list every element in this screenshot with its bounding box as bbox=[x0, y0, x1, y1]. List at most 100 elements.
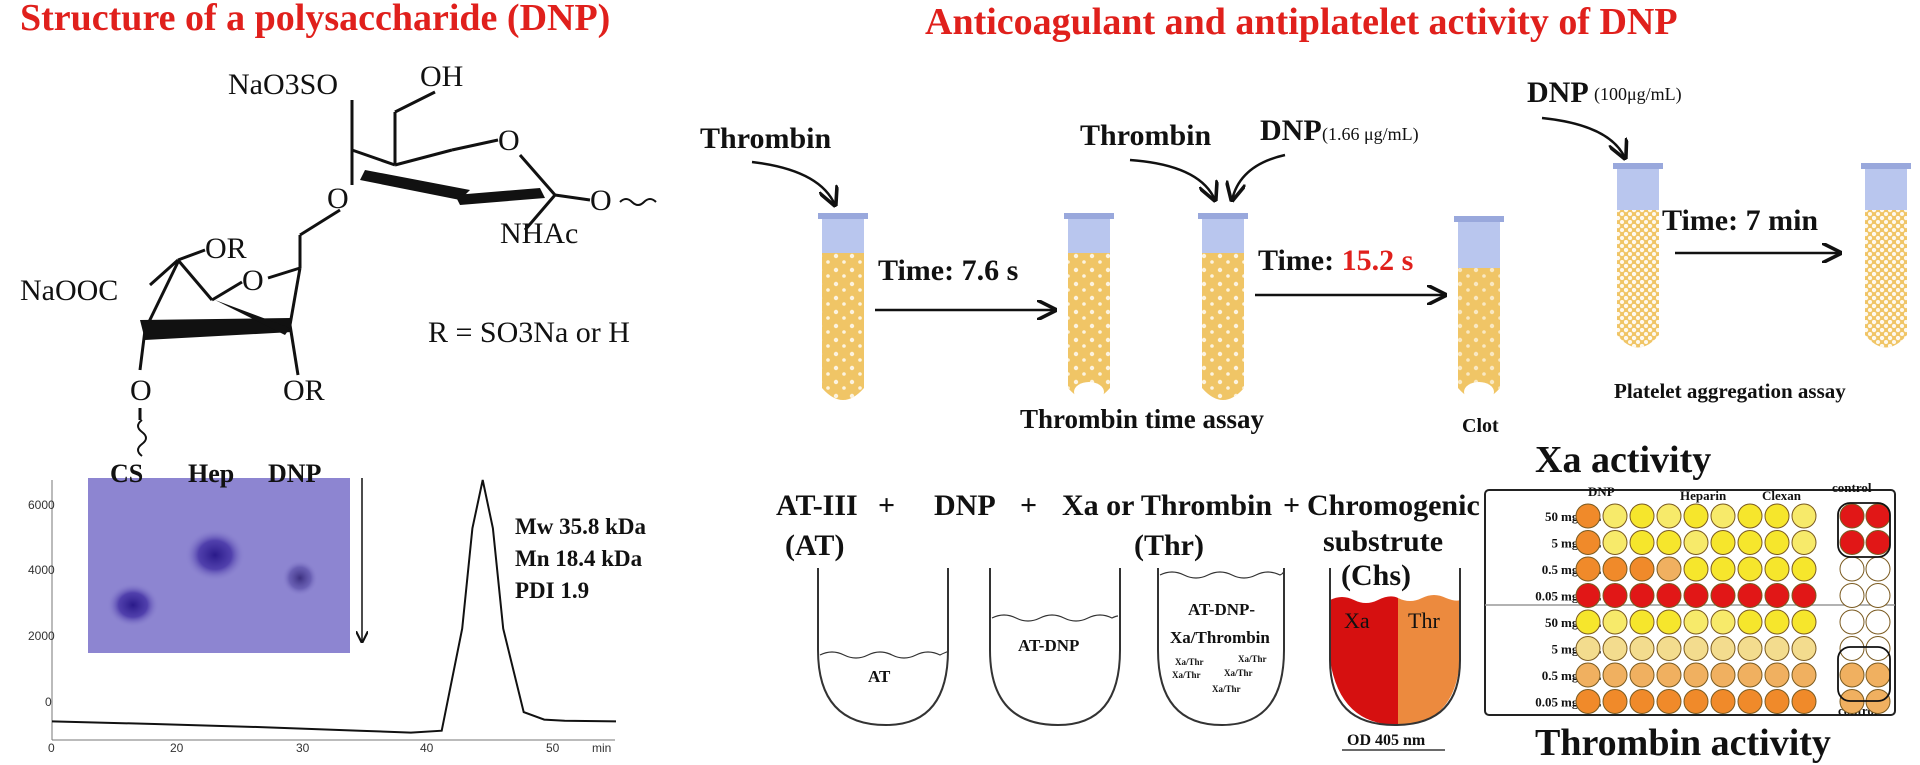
plate-well bbox=[1602, 662, 1628, 688]
mn-label: Mn 18.4 kDa bbox=[515, 546, 643, 571]
test-tube bbox=[1613, 163, 1663, 348]
dnp-concentration: (1.66 μg/mL) bbox=[1322, 124, 1419, 145]
plate-well bbox=[1839, 530, 1865, 555]
col-header-clexan: Clexan bbox=[1762, 488, 1802, 503]
plate-well bbox=[1656, 530, 1682, 555]
plate-well bbox=[1602, 583, 1628, 608]
plate-well bbox=[1683, 530, 1709, 555]
ring-o-label: O bbox=[498, 124, 520, 157]
chromogenic-label: Chromogenic bbox=[1307, 489, 1480, 522]
platelet-dnp-concentration: (100μg/mL) bbox=[1594, 84, 1682, 105]
time-label-2: Time: 15.2 s bbox=[1258, 244, 1413, 277]
mw-label: Mw 35.8 kDa bbox=[515, 514, 646, 539]
plate-well bbox=[1865, 662, 1891, 688]
plate-well bbox=[1764, 583, 1790, 608]
gpc-chart: 6000 4000 2000 0 0 20 30 40 50 min CS He… bbox=[28, 459, 646, 755]
plate-well bbox=[1629, 503, 1655, 529]
control-box-top bbox=[1837, 502, 1891, 558]
plate-well bbox=[1683, 662, 1709, 688]
thrombin-label-1: Thrombin bbox=[700, 122, 831, 155]
liquid-surface bbox=[991, 614, 1119, 622]
well-label-at-dnp: AT-DNP bbox=[1018, 636, 1079, 655]
plate-well bbox=[1683, 556, 1709, 582]
gel-lane-dnp: DNP bbox=[268, 459, 322, 488]
plate-well bbox=[1839, 583, 1865, 608]
dnp-label: DNP bbox=[1260, 114, 1322, 147]
plate-well bbox=[1629, 583, 1655, 608]
liquid-surface bbox=[1159, 571, 1284, 579]
plate-well bbox=[1683, 689, 1709, 714]
plate-well bbox=[1575, 556, 1601, 582]
plate-well bbox=[1683, 609, 1709, 635]
plate-well bbox=[1764, 530, 1790, 555]
plate-well bbox=[1865, 583, 1891, 608]
plate-well bbox=[1683, 583, 1709, 608]
time-value-highlight: 15.2 s bbox=[1342, 244, 1414, 277]
plate-well bbox=[1839, 609, 1865, 635]
xa-thr-small: Xa/Thr bbox=[1224, 668, 1253, 678]
dnp-arrow bbox=[1232, 153, 1286, 200]
right-title: Anticoagulant and antiplatelet activity … bbox=[925, 1, 1678, 43]
plate-well bbox=[1865, 530, 1891, 555]
hep-spot bbox=[185, 529, 245, 581]
plate-well bbox=[1629, 530, 1655, 555]
plate-well bbox=[1737, 530, 1763, 555]
gel-lane-hep: Hep bbox=[188, 459, 234, 488]
bridge-o-label: O bbox=[327, 182, 349, 215]
plate-well bbox=[1710, 556, 1736, 582]
plate-well bbox=[1656, 689, 1682, 714]
time-label-1: Time: 7.6 s bbox=[878, 254, 1018, 287]
col-header-heparin: Heparin bbox=[1680, 488, 1727, 503]
chs-label: (Chs) bbox=[1341, 559, 1411, 592]
nao3so-label: NaO3SO bbox=[228, 68, 338, 101]
plate-well bbox=[1791, 689, 1817, 714]
test-tube bbox=[1861, 163, 1911, 348]
o-inner-label: O bbox=[242, 264, 264, 297]
plate-well bbox=[1575, 609, 1601, 635]
plate-well bbox=[1575, 503, 1601, 529]
naooc-label: NaOOC bbox=[20, 274, 118, 307]
test-tube bbox=[1198, 213, 1248, 400]
substrute-label: substrute bbox=[1323, 525, 1443, 558]
plate-well bbox=[1710, 609, 1736, 635]
row-concentration-label: 0.5 bbox=[1542, 562, 1559, 577]
plate-well bbox=[1629, 556, 1655, 582]
xa-well-label: Xa bbox=[1344, 608, 1370, 633]
plus-sign: + bbox=[1020, 489, 1037, 522]
x-tick-label: 0 bbox=[48, 741, 55, 755]
plate-well bbox=[1865, 556, 1891, 582]
plate-well bbox=[1839, 556, 1865, 582]
cs-spot bbox=[107, 583, 159, 627]
plate-well bbox=[1656, 662, 1682, 688]
oh-label: OH bbox=[420, 60, 463, 93]
dnp-spot bbox=[282, 560, 318, 596]
plate-well bbox=[1839, 503, 1865, 529]
row-concentration-label: 5 bbox=[1552, 536, 1559, 551]
xa-thr-small: Xa/Thr bbox=[1175, 657, 1204, 667]
plate-well bbox=[1865, 609, 1891, 635]
thrombin-label-2: Thrombin bbox=[1080, 119, 1211, 152]
plate-well bbox=[1791, 530, 1817, 555]
plate-well bbox=[1683, 636, 1709, 661]
x-tick-label: 30 bbox=[296, 741, 310, 755]
clot-label: Clot bbox=[1462, 415, 1499, 437]
plate-well bbox=[1710, 530, 1736, 555]
plate-well bbox=[1791, 503, 1817, 529]
plate-well bbox=[1656, 503, 1682, 529]
plate-well bbox=[1629, 689, 1655, 714]
gel-lane-cs: CS bbox=[110, 459, 143, 488]
plate-well bbox=[1602, 689, 1628, 714]
plate-well bbox=[1737, 662, 1763, 688]
or-bottom-label: OR bbox=[283, 374, 325, 407]
plus-sign: + bbox=[1283, 489, 1300, 522]
plate-well bbox=[1737, 689, 1763, 714]
plate-well bbox=[1575, 583, 1601, 608]
plate-well bbox=[1602, 530, 1628, 555]
plate-well bbox=[1575, 662, 1601, 688]
plate-well bbox=[1764, 689, 1790, 714]
x-tick-label: 50 bbox=[546, 741, 560, 755]
plate-well bbox=[1791, 609, 1817, 635]
pdi-label: PDI 1.9 bbox=[515, 578, 589, 603]
plate-well bbox=[1575, 636, 1601, 661]
plate-well bbox=[1764, 636, 1790, 661]
